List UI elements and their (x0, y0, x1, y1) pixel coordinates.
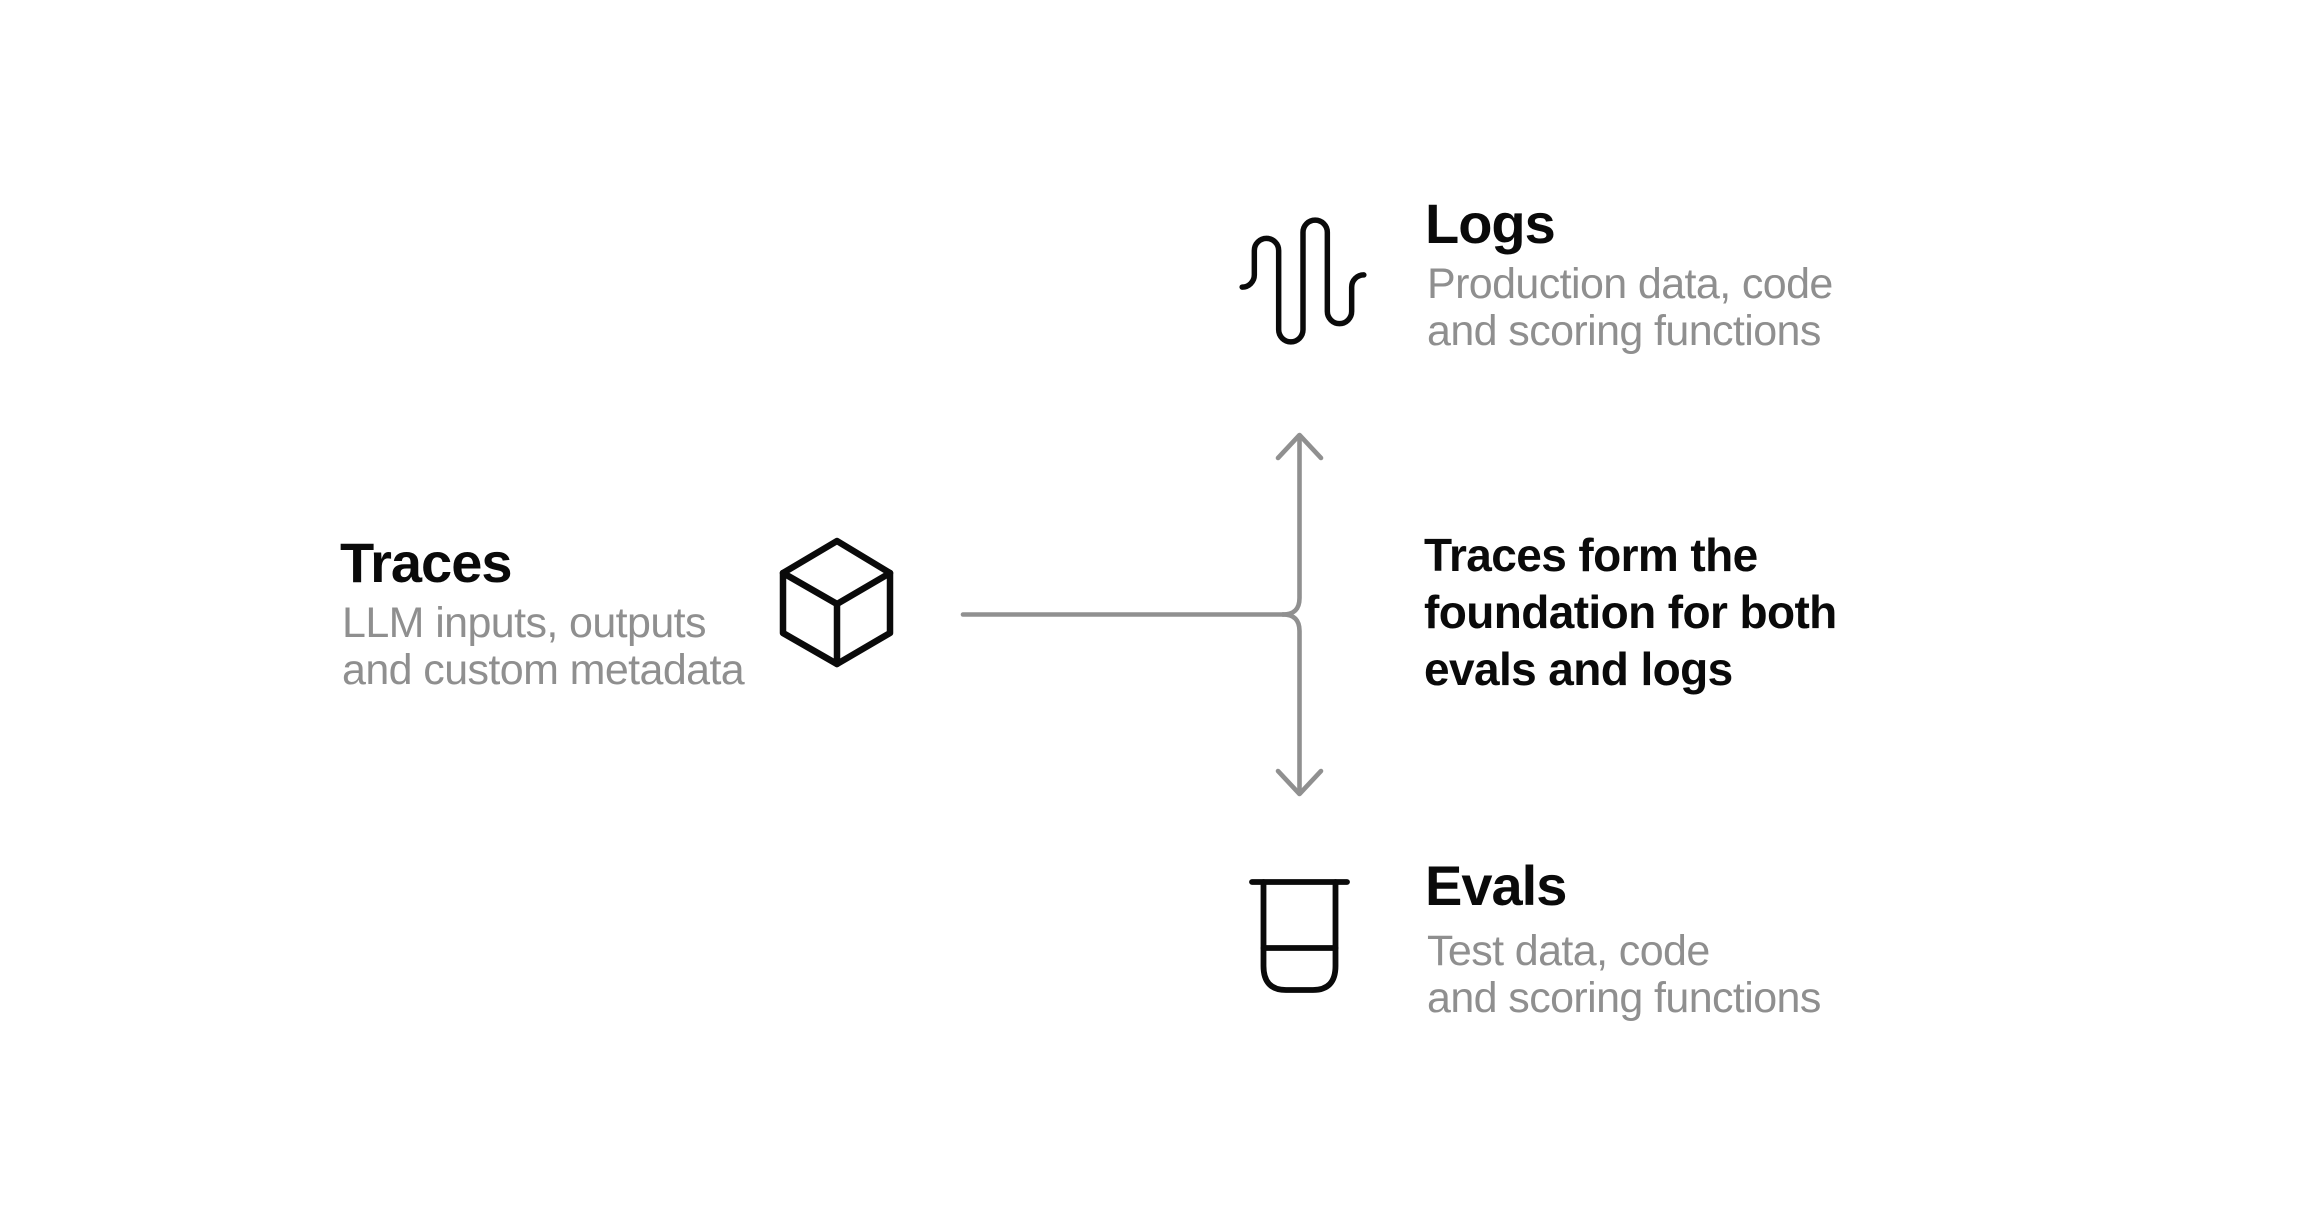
connector-branch-up (1280, 434, 1302, 617)
evals-subtitle: Test data, code and scoring functions (1427, 928, 1821, 1021)
subtitle-line: LLM inputs, outputs (342, 599, 706, 647)
beaker-icon (1249, 879, 1350, 993)
annotation-text: Traces form the foundation for both eval… (1424, 527, 1837, 698)
subtitle-line: Test data, code (1427, 927, 1710, 975)
audio-waveform-icon (1239, 217, 1367, 345)
up-arrowhead-icon (1275, 432, 1324, 461)
subtitle-line: and scoring functions (1427, 306, 1821, 355)
subtitle-line: and scoring functions (1427, 973, 1821, 1022)
connector-branch-down (1280, 612, 1302, 795)
subtitle-line: and custom metadata (342, 645, 745, 694)
annotation-line: evals and logs (1424, 643, 1733, 695)
cube-icon (779, 537, 894, 668)
traces-subtitle: LLM inputs, outputs and custom metadata (342, 599, 745, 694)
evals-title: Evals (1425, 854, 1567, 917)
logs-subtitle: Production data, code and scoring functi… (1427, 261, 1833, 354)
annotation-line: Traces form the (1424, 529, 1758, 581)
down-arrowhead-icon (1275, 768, 1324, 797)
logs-title: Logs (1425, 192, 1556, 255)
annotation-line: foundation for both (1424, 586, 1837, 638)
subtitle-line: Production data, code (1427, 260, 1833, 308)
traces-title: Traces (340, 531, 512, 594)
